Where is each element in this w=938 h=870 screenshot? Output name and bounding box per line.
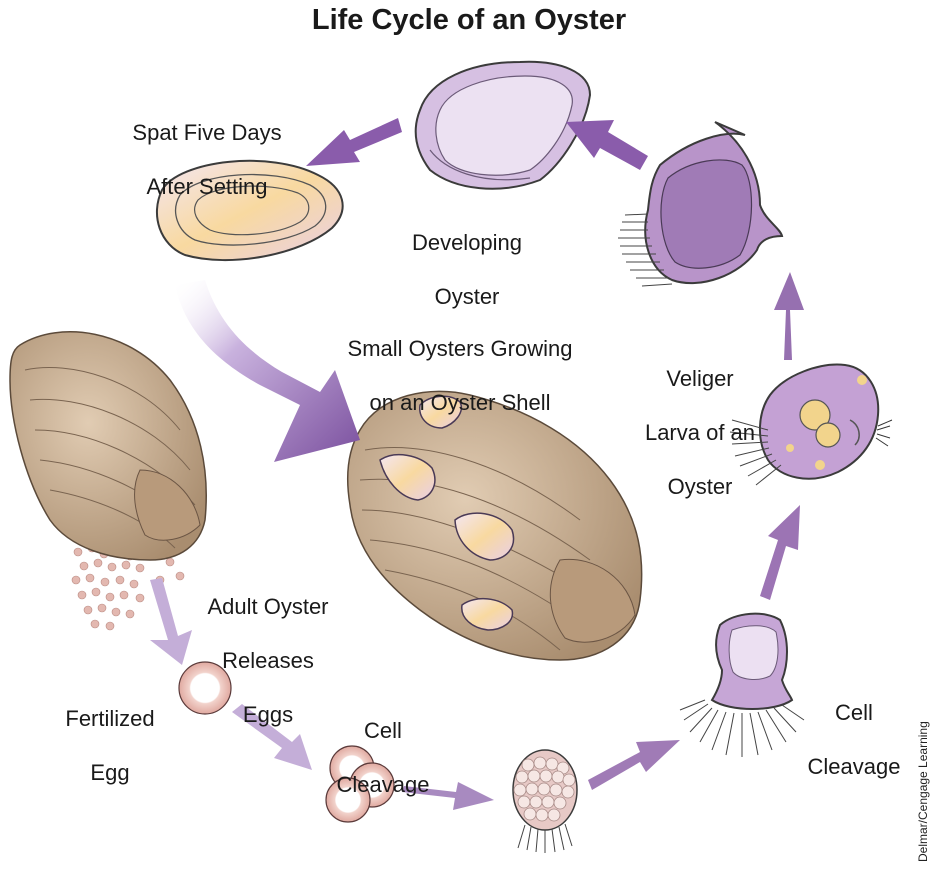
veliger-larva-advanced bbox=[618, 122, 782, 286]
label-spat-line1: Spat Five Days bbox=[96, 119, 318, 146]
label-adult-line1: Adult Oyster bbox=[188, 593, 348, 620]
label-small-oysters-line2: on an Oyster Shell bbox=[310, 389, 610, 416]
arrow-morula-to-bell bbox=[588, 740, 680, 790]
label-small-oysters: Small Oysters Growing on an Oyster Shell bbox=[310, 308, 610, 443]
label-cleavage-1-line2: Cleavage bbox=[318, 771, 448, 798]
adult-oyster-shell bbox=[10, 332, 206, 560]
arrow-developing-to-spat bbox=[306, 118, 402, 166]
label-cleavage-2: Cell Cleavage bbox=[794, 672, 914, 807]
label-veliger-line2: Larva of an bbox=[630, 419, 770, 446]
label-developing-line2: Oyster bbox=[392, 283, 542, 310]
label-small-oysters-line1: Small Oysters Growing bbox=[310, 335, 610, 362]
arrow-larva-to-developing bbox=[566, 120, 648, 170]
label-cleavage-2-line1: Cell bbox=[794, 699, 914, 726]
developing-oyster-shell bbox=[416, 62, 590, 189]
cell-cleavage-bell bbox=[680, 614, 804, 757]
label-spat: Spat Five Days After Setting bbox=[96, 92, 318, 227]
label-cleavage-1: Cell Cleavage bbox=[318, 690, 448, 825]
label-developing-line1: Developing bbox=[392, 229, 542, 256]
label-veliger-line1: Veliger bbox=[630, 365, 770, 392]
label-veliger-line3: Oyster bbox=[630, 473, 770, 500]
arrow-veliger-up bbox=[774, 272, 804, 360]
arrow-eggs-to-fertilized bbox=[150, 578, 192, 665]
morula-cell-cluster bbox=[513, 750, 577, 853]
label-cleavage-1-line1: Cell bbox=[318, 717, 448, 744]
label-cleavage-2-line2: Cleavage bbox=[794, 753, 914, 780]
image-credit: Delmar/Cengage Learning bbox=[916, 721, 930, 862]
label-veliger: Veliger Larva of an Oyster bbox=[630, 338, 770, 527]
label-spat-line2: After Setting bbox=[96, 173, 318, 200]
label-adult-line2: Releases bbox=[188, 647, 348, 674]
label-fertilized-line2: Egg bbox=[40, 759, 180, 786]
label-fertilized: Fertilized Egg bbox=[40, 678, 180, 813]
label-fertilized-line1: Fertilized bbox=[40, 705, 180, 732]
